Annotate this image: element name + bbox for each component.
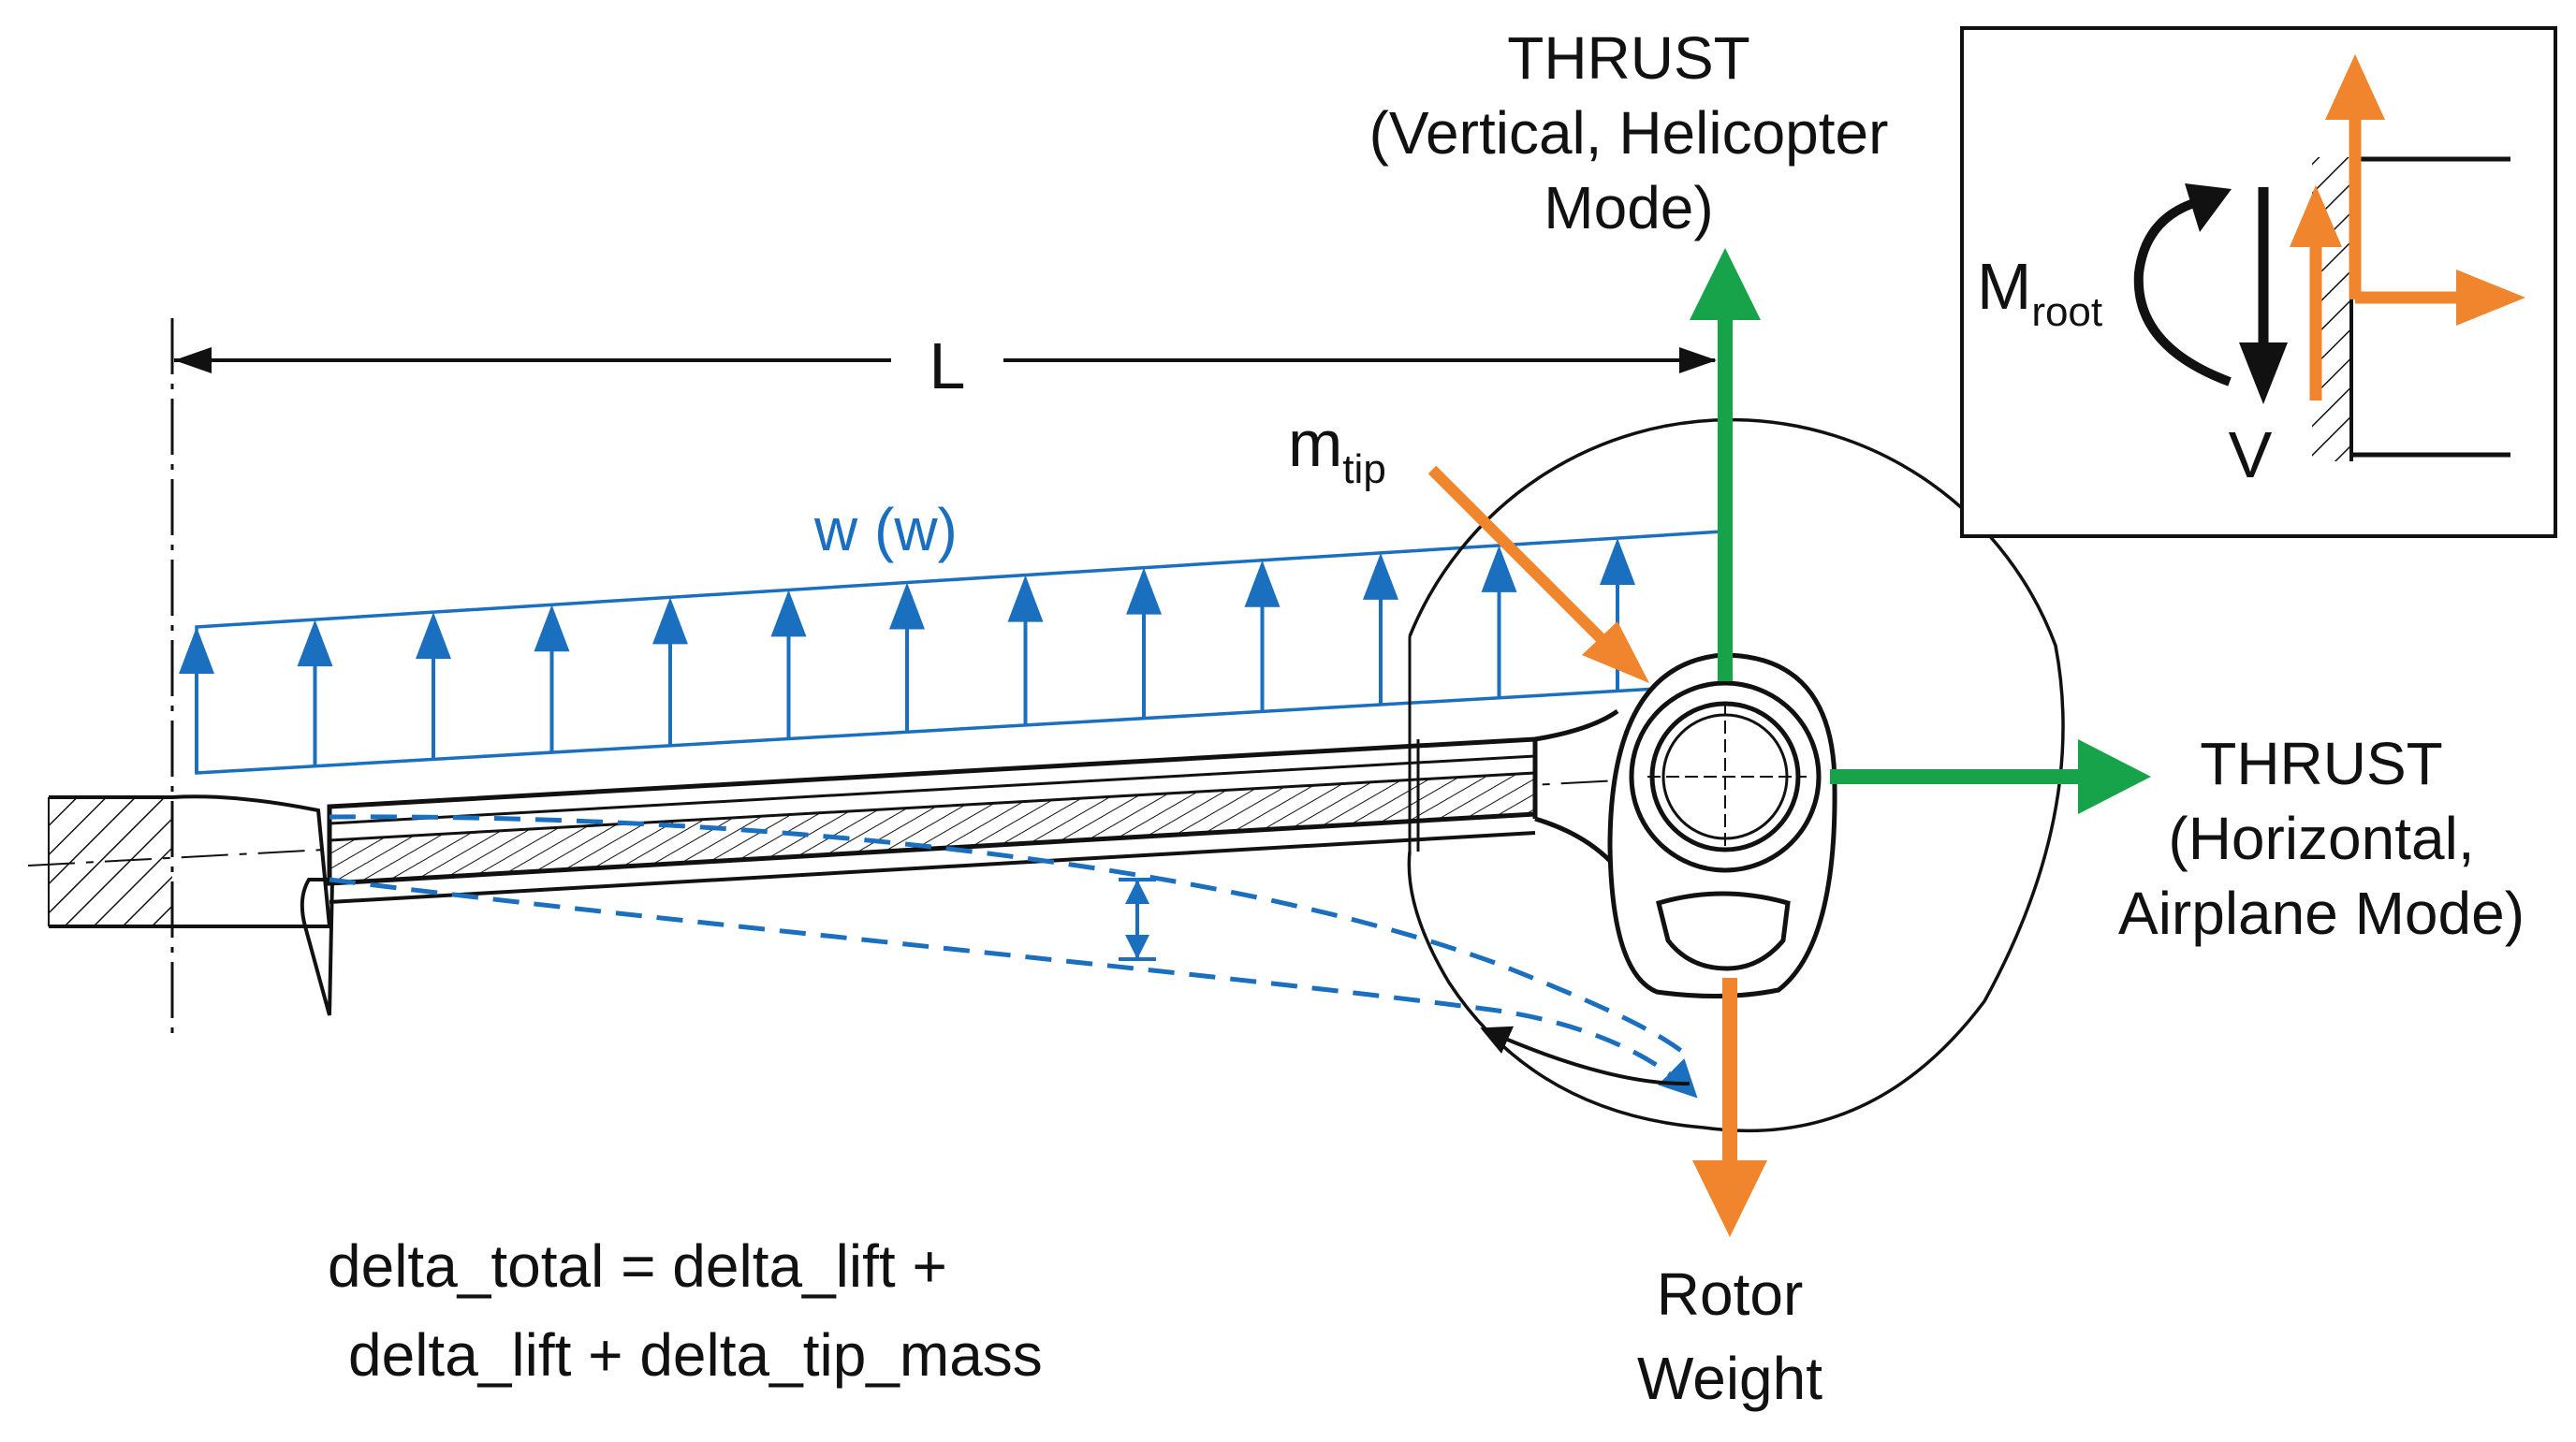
inset-root-moment-arc — [2133, 197, 2232, 386]
deflection-arrowhead-up — [1125, 880, 1149, 904]
labels: THRUST (Vertical, Helicopter Mode) THRUS… — [328, 24, 2525, 1412]
lift-arrowhead — [652, 597, 688, 645]
lift-arrowhead — [1126, 567, 1162, 615]
nacelle-fillet-top — [1534, 708, 1619, 742]
root-flange — [300, 878, 335, 1016]
deflected-shape-lower — [329, 877, 1698, 1099]
lift-arrowhead — [1600, 538, 1635, 586]
root-moment-subscript: root — [2031, 289, 2102, 335]
horizontal-thrust-label-line-1: THRUST — [2200, 730, 2443, 797]
deflected-shapes — [329, 814, 1698, 1099]
lift-arrowhead — [179, 627, 214, 674]
nacelle-inlet — [1655, 891, 1791, 971]
lift-arrowhead — [297, 619, 333, 667]
horizontal-thrust-label-line-2: (Horizontal, — [2168, 805, 2474, 872]
wing-spar-top — [329, 754, 1536, 825]
distributed-load-label: w (w) — [813, 496, 958, 563]
rotor-disk-outline — [1407, 417, 2065, 1133]
inset-shear-reaction-arrowhead — [2290, 185, 2342, 247]
wing-lower-skin — [329, 831, 1536, 904]
proprotor-nacelle — [1407, 417, 2065, 1133]
vertical-thrust-label-line-3: Mode) — [1544, 174, 1713, 241]
lift-arrowhead — [534, 604, 570, 652]
horizontal-thrust-label-line-3: Airplane Mode) — [2118, 880, 2525, 947]
lift-arrowhead — [1007, 575, 1044, 622]
span-dimension: L — [174, 329, 1717, 402]
distributed-lift-load — [179, 530, 1724, 775]
lift-arrowhead — [1481, 545, 1517, 592]
nacelle-fillet-bottom — [1534, 816, 1612, 863]
tip-mass-arrow-shaft — [1427, 465, 1622, 660]
lift-arrowhead — [1363, 552, 1398, 600]
shear-label: V — [2229, 418, 2273, 491]
lift-arrowhead — [770, 590, 807, 637]
inset-root-moment-arrowhead — [2185, 183, 2232, 232]
tip-mass-subscript: tip — [1342, 446, 1385, 492]
root-moment-label: Mroot — [1977, 250, 2102, 335]
deflected-shape-upper — [329, 814, 1691, 1059]
wing-root-fuselage — [27, 318, 1742, 1039]
rotation-arc-arrow — [1480, 1026, 1690, 1086]
lift-arrowhead — [416, 612, 451, 660]
equation-line-1: delta_total = delta_lift + — [328, 1232, 947, 1300]
inset-vertical-force-arrowhead — [2325, 54, 2385, 120]
root-free-body-inset: Mroot V — [1960, 26, 2557, 538]
span-arrowhead-left — [174, 347, 212, 373]
vertical-thrust-label-line-1: THRUST — [1507, 24, 1750, 92]
tip-mass-arrowhead — [1582, 621, 1649, 683]
inset-shear-arrowhead — [2239, 342, 2288, 404]
rotor-weight-label-line-2: Weight — [1637, 1345, 1822, 1412]
vertical-thrust-arrowhead — [1690, 248, 1761, 320]
tip-mass-symbol: m — [1288, 407, 1342, 480]
equation-line-2: delta_lift + delta_tip_mass — [348, 1321, 1043, 1389]
root-outline — [49, 794, 332, 928]
span-length-label: L — [929, 329, 966, 402]
force-arrows — [1427, 248, 2151, 1237]
rotor-weight-arrowhead — [1692, 1160, 1767, 1237]
deflection-arrowhead-down — [1125, 935, 1149, 959]
tip-mass-label: mtip — [1288, 407, 1386, 492]
rotor-weight-label-line-1: Rotor — [1657, 1260, 1804, 1328]
inset-horizontal-force-arrowhead — [2456, 269, 2525, 326]
vertical-thrust-label-line-2: (Vertical, Helicopter — [1369, 99, 1889, 167]
horizontal-thrust-arrowhead — [2078, 739, 2151, 814]
lift-arrowhead — [889, 582, 925, 630]
wing-beam — [327, 708, 1619, 904]
root-moment-symbol: M — [1977, 250, 2031, 323]
span-arrowhead-right — [1679, 347, 1717, 373]
lift-arrowhead — [1244, 560, 1281, 607]
